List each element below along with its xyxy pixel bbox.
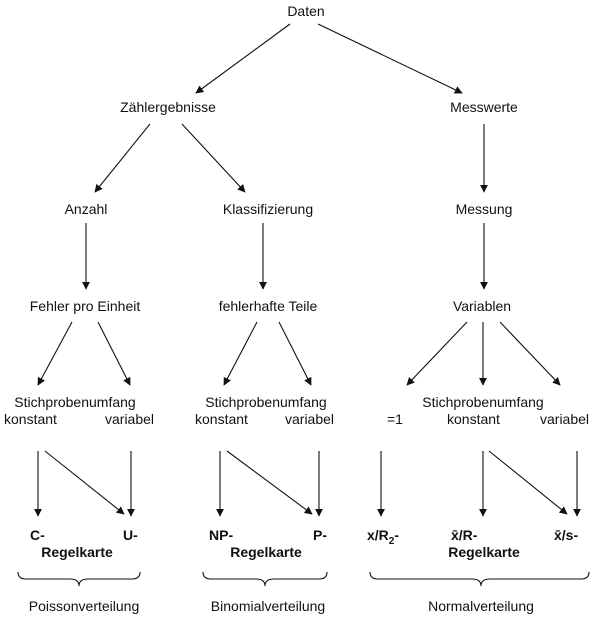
sample-label-binomial: Stichprobenumfang — [205, 394, 326, 410]
edge-konstant-xbar-s — [488, 450, 568, 515]
node-klassifizierung: Klassifizierung — [223, 201, 313, 217]
chart-u: U- — [123, 527, 138, 543]
sample-variabel-binomial: variabel — [285, 411, 334, 427]
distribution-poisson: Poissonverteilung — [29, 598, 140, 614]
node-anzahl: Anzahl — [65, 201, 108, 217]
edge-daten-zaehlergebnisse — [195, 23, 291, 94]
regelkarte-binomial: Regelkarte — [230, 544, 302, 560]
edge-variablen-eins — [406, 321, 468, 386]
edge-daten-messwerte — [317, 23, 463, 94]
edge-fehler-konstant — [37, 321, 73, 386]
node-messung: Messung — [456, 201, 513, 217]
node-messwerte: Messwerte — [450, 99, 518, 115]
edge-konstant-p — [226, 450, 313, 515]
sample-eins-normal: =1 — [387, 411, 403, 427]
node-zaehlergebnisse: Zählergebnisse — [120, 99, 216, 115]
chart-x-r2: x/R2- — [367, 527, 399, 547]
node-daten: Daten — [287, 3, 324, 19]
sample-label-normal: Stichprobenumfang — [422, 394, 543, 410]
brace-normal — [369, 571, 590, 587]
sample-konstant-poisson: konstant — [4, 411, 57, 427]
chart-c: C- — [30, 527, 45, 543]
edge-zaehlergebnisse-anzahl — [94, 123, 151, 193]
sample-variabel-poisson: variabel — [105, 411, 154, 427]
edge-teile-konstant — [223, 321, 258, 386]
chart-xbar-r: x̄/R- — [451, 527, 478, 543]
node-variablen: Variablen — [453, 298, 511, 314]
distribution-normal: Normalverteilung — [428, 598, 534, 614]
chart-np: NP- — [209, 527, 233, 543]
edge-teile-variabel — [278, 321, 312, 386]
edge-konstant-u — [44, 450, 125, 515]
regelkarte-poisson: Regelkarte — [41, 544, 113, 560]
edge-variablen-variabel — [499, 321, 561, 386]
chart-p: P- — [313, 527, 327, 543]
sample-variabel-normal: variabel — [540, 411, 589, 427]
node-fehler-pro-einheit: Fehler pro Einheit — [30, 298, 141, 314]
edge-fehler-variabel — [97, 321, 131, 386]
sample-konstant-normal: konstant — [447, 411, 500, 427]
chart-xbar-s: x̄/s- — [554, 527, 578, 543]
regelkarte-normal: Regelkarte — [448, 544, 520, 560]
node-fehlerhafte-teile: fehlerhafte Teile — [219, 298, 318, 314]
edge-zaehlergebnisse-klassifizierung — [181, 123, 246, 193]
distribution-binomial: Binomialverteilung — [211, 598, 325, 614]
sample-label-poisson: Stichprobenumfang — [14, 394, 135, 410]
brace-poisson — [17, 571, 141, 587]
brace-binomial — [202, 571, 328, 587]
sample-konstant-binomial: konstant — [195, 411, 248, 427]
